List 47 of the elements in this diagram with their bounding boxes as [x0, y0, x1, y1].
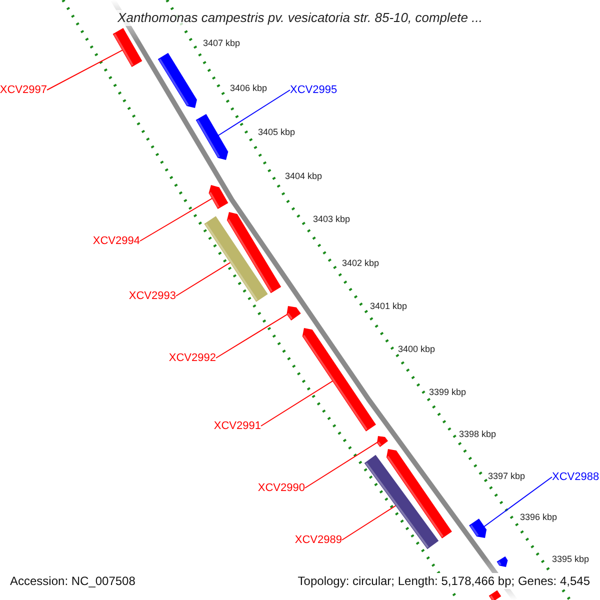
position-label: 3407 kbp [203, 38, 240, 49]
leader-line [176, 261, 232, 296]
position-label: 3399 kbp [429, 387, 466, 398]
gene-block [496, 556, 508, 567]
gene-block [286, 306, 301, 321]
gene-block [302, 328, 376, 432]
gene-label: XCV2994 [92, 234, 140, 248]
gene-label: XCV2997 [0, 83, 47, 97]
gene-block [112, 28, 143, 67]
leader-line [46, 48, 124, 90]
leader-line [304, 441, 380, 488]
gene-label: XCV2988 [552, 470, 600, 484]
gene-label: XCV2992 [168, 351, 216, 365]
info-text: Accession: NC_007508 [10, 573, 136, 589]
position-label: 3396 kbp [520, 512, 558, 523]
position-label: 3406 kbp [230, 83, 268, 94]
gene-block [364, 454, 439, 550]
leader-line [342, 504, 398, 540]
leader-line [482, 476, 552, 528]
leader-line [216, 90, 290, 137]
position-label: 3403 kbp [313, 214, 350, 225]
gene-block [195, 113, 229, 160]
gene-label: XCV2991 [214, 419, 261, 433]
position-label: 3397 kbp [488, 471, 526, 482]
gene-label: XCV2990 [258, 481, 305, 495]
gene-block [208, 185, 229, 209]
gene-block [157, 52, 197, 108]
leader-line [216, 313, 289, 358]
gene-label: XCV2989 [294, 533, 342, 547]
position-label: 3398 kbp [459, 429, 496, 440]
gene-label: XCV2995 [290, 83, 338, 97]
gene-block [386, 449, 452, 539]
position-label: 3405 kbp [258, 127, 296, 138]
position-label: 3395 kbp [552, 554, 590, 565]
gene-block [204, 216, 268, 302]
gene-label: XCV2993 [128, 289, 176, 303]
leader-line [140, 197, 214, 242]
position-label: 3404 kbp [285, 171, 322, 182]
gene-block [226, 212, 282, 294]
position-label: 3402 kbp [342, 258, 380, 269]
position-label: 3400 kbp [398, 344, 436, 355]
info-text: Topology: circular; Length: 5,178,466 bp; Genes: 4,545 [298, 573, 590, 589]
gene-block [377, 436, 388, 447]
position-label: 3401 kbp [370, 301, 408, 312]
gene-block [488, 590, 502, 600]
gene-block [469, 518, 487, 538]
leader-line [260, 380, 334, 426]
